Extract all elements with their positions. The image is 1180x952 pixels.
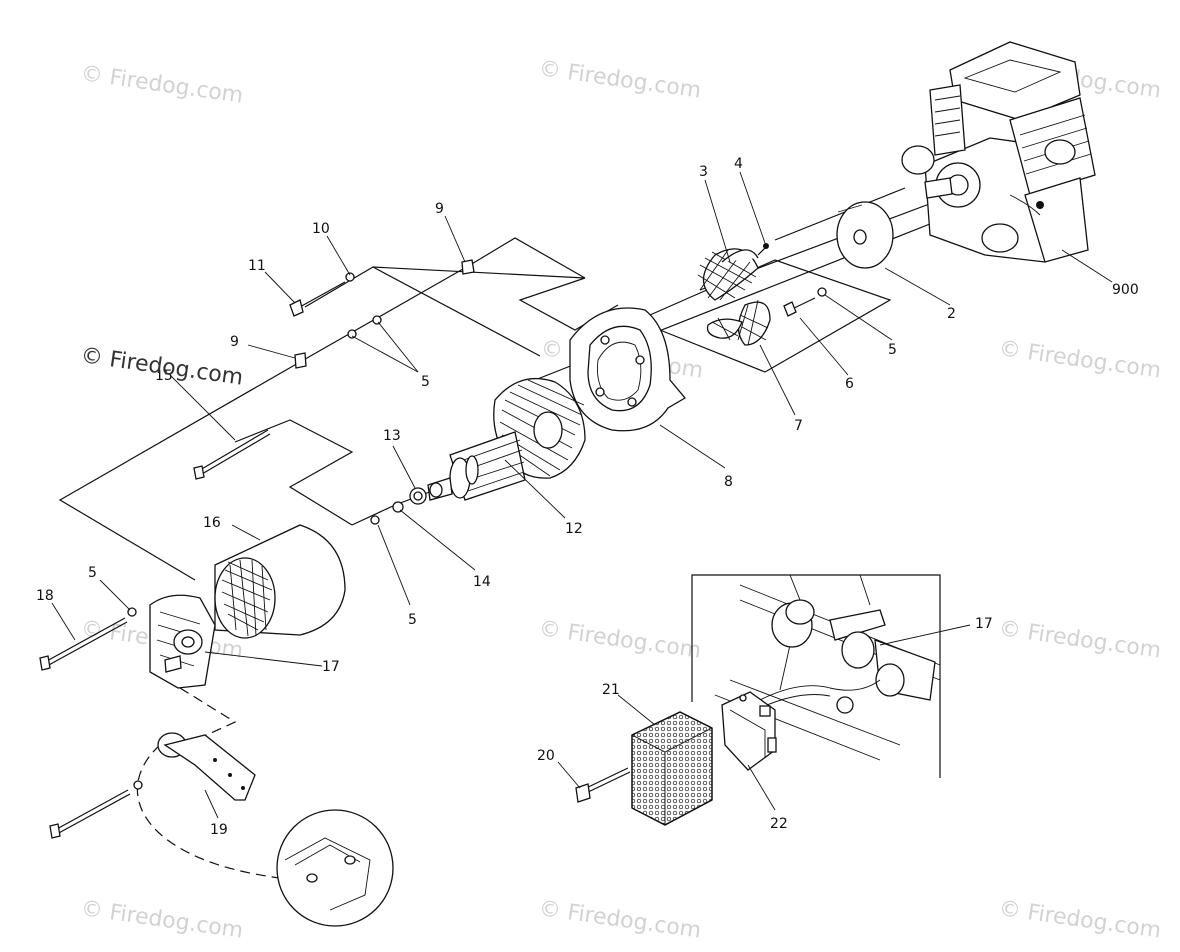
bolt-20 xyxy=(575,767,631,803)
callout-label: 9 xyxy=(435,201,444,217)
callout-label: 21 xyxy=(602,682,620,698)
callout-label: 17 xyxy=(975,616,993,632)
callout-label: 22 xyxy=(770,816,788,832)
stator-16 xyxy=(214,524,346,639)
watermark: © Firedog.com xyxy=(997,336,1163,384)
callout-label: 5 xyxy=(408,612,417,628)
screens-3-7 xyxy=(697,243,771,346)
callout-label: 5 xyxy=(421,374,430,390)
callout-label: 7 xyxy=(794,418,803,434)
end-bell-17 xyxy=(39,594,216,689)
callout-label: 5 xyxy=(888,342,897,358)
engine-900 xyxy=(901,41,1096,263)
rotor-12 xyxy=(427,378,586,501)
callout-label: 14 xyxy=(473,574,491,590)
callout-labels: 3 4 9 10 11 9 5 15 13 12 8 7 6 5 2 900 1… xyxy=(36,156,1139,838)
top-fasteners xyxy=(289,259,475,369)
callout-label: 16 xyxy=(203,515,221,531)
callout-label: 12 xyxy=(565,521,583,537)
through-bolt-15 xyxy=(193,429,271,480)
watermark: © Firedog.com xyxy=(997,896,1163,944)
adapter-plate-2 xyxy=(836,201,894,269)
leader-lines xyxy=(51,171,1113,819)
watermark: © Firedog.com xyxy=(537,616,703,664)
fan-housing-8 xyxy=(569,307,686,432)
callout-label: 17 xyxy=(322,659,340,675)
callout-label: 4 xyxy=(734,156,743,172)
bracket-19 xyxy=(49,732,256,839)
watermark: © Firedog.com xyxy=(79,896,245,944)
watermark: © Firedog.com xyxy=(79,61,245,109)
callout-label: 15 xyxy=(155,368,173,384)
callout-label: 900 xyxy=(1112,282,1139,298)
watermark: © Firedog.com xyxy=(537,896,703,944)
callout-label: 2 xyxy=(947,306,956,322)
watermark: © Firedog.com xyxy=(537,56,703,104)
callout-label: 9 xyxy=(230,334,239,350)
callout-label: 11 xyxy=(248,258,266,274)
callout-label: 6 xyxy=(845,376,854,392)
control-box-22 xyxy=(721,691,777,771)
callout-label: 18 xyxy=(36,588,54,604)
callout-label: 13 xyxy=(383,428,401,444)
inset-detail xyxy=(691,574,941,778)
watermark: © Firedog.com xyxy=(997,616,1163,664)
callout-label: 20 xyxy=(537,748,555,764)
callout-label: 19 xyxy=(210,822,228,838)
bracket-detail xyxy=(276,809,394,927)
callout-label: 8 xyxy=(724,474,733,490)
callout-label: 3 xyxy=(699,164,708,180)
callout-label: 10 xyxy=(312,221,330,237)
bearing-13 xyxy=(370,487,427,525)
guard-screen-21 xyxy=(631,711,713,826)
callout-label: 5 xyxy=(88,565,97,581)
screw-6 xyxy=(783,287,827,317)
assembly-lines xyxy=(58,187,941,879)
